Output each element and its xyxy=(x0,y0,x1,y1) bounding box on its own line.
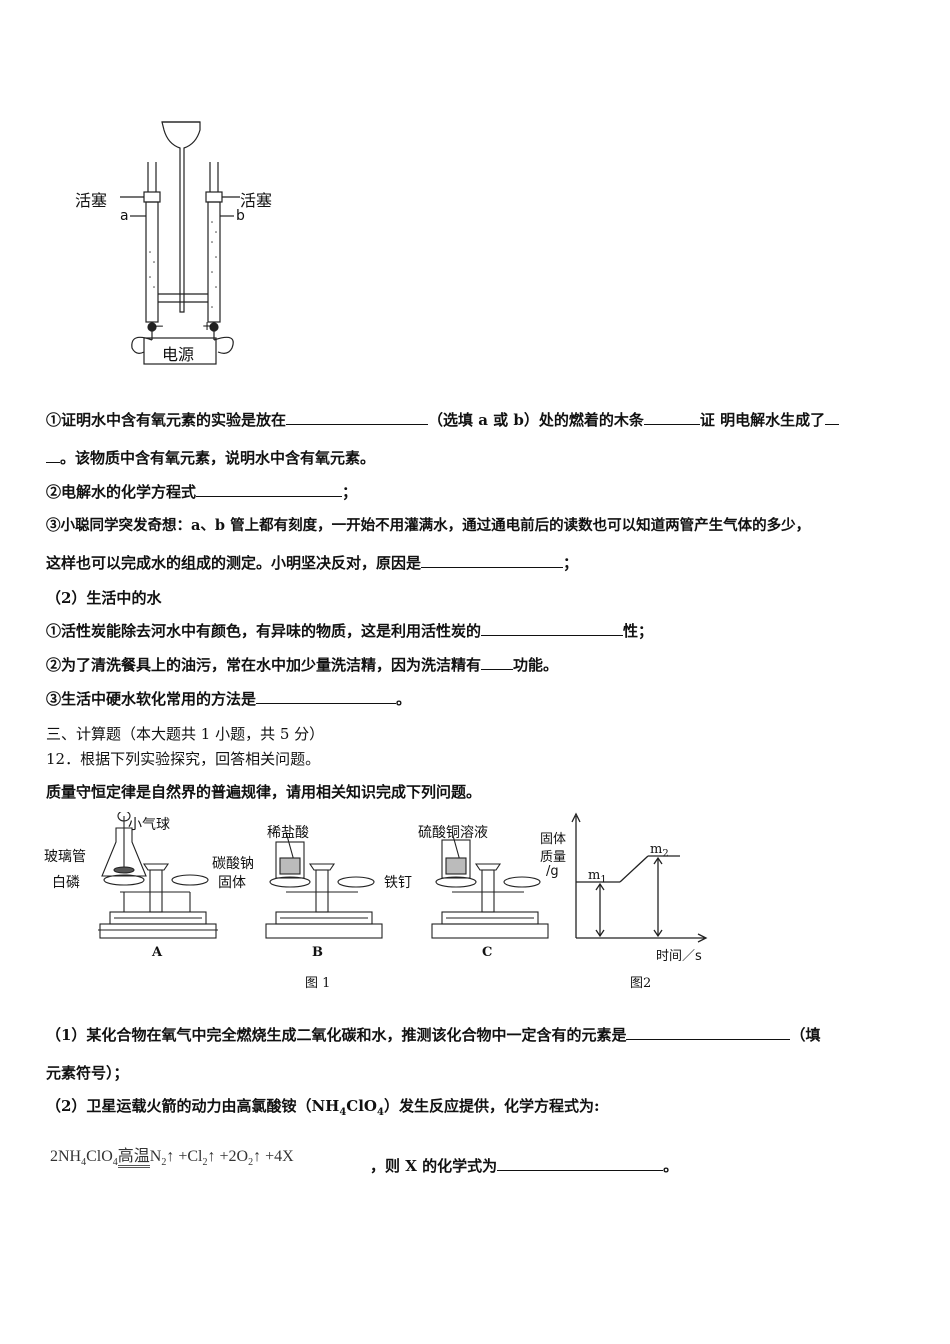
blank-10[interactable] xyxy=(497,1156,664,1171)
chemical-equation: 2NH4ClO4高温N2↑ +Cl2↑ +2O2↑ +4X xyxy=(50,1148,294,1169)
label-iron-nail: 铁钉 xyxy=(384,875,412,891)
p1-line: （1）某化合物在氧气中完全燃烧生成二氧化碳和水，推测该化合物中一定含有的元素是 （… xyxy=(46,1025,820,1045)
q1-2-text-b: ； xyxy=(342,483,358,501)
q1-3-line2: 这样也可以完成水的组成的测定。小明坚决反对，原因是 ； xyxy=(46,553,578,573)
figure-1-caption: 图 1 xyxy=(305,976,331,991)
q2-2-line: ②为了清洗餐具上的油污，常在水中加少量洗洁精，因为洗洁精有 功能。 xyxy=(46,655,558,675)
stopcock-label-left: 活塞 xyxy=(75,191,108,210)
q1-1-line: ①证明水中含有氧元素的实验是放在 （选填 a 或 b）处的燃着的木条 证 明电解水生… xyxy=(46,410,840,430)
mass-time-graph xyxy=(571,812,708,943)
intro-line: 质量守恒定律是自然界的普遍规律，请用相关知识完成下列问题。 xyxy=(46,783,482,801)
caption-b: B xyxy=(312,945,323,960)
q1-2-line: ②电解水的化学方程式 ； xyxy=(46,482,357,502)
question-12: 12．根据下列实验探究，回答相关问题。 xyxy=(46,750,321,768)
plus-label: + xyxy=(202,319,213,333)
caption-c: C xyxy=(482,945,493,960)
blank-3[interactable] xyxy=(825,410,840,425)
q1-1-text-c: 证 明电解水生成了 xyxy=(699,411,826,429)
q1-2-text-a: ②电解水的化学方程式 xyxy=(46,483,197,501)
graph-m2-label: m2 xyxy=(650,842,669,860)
tube-b-label: b xyxy=(236,208,245,224)
balance-a xyxy=(98,812,218,939)
label-sodium-carbonate: 碳酸钠 xyxy=(212,856,254,872)
blank-6[interactable] xyxy=(481,621,624,636)
q1-1-text-b: （选填 a 或 b）处的燃着的木条 xyxy=(428,411,644,429)
blank-7[interactable] xyxy=(481,655,514,670)
p1-text-a: （1）某化合物在氧气中完全燃烧生成二氧化碳和水，推测该化合物中一定含有的元素是 xyxy=(46,1026,627,1044)
graph-y-label-3: /g xyxy=(546,864,559,879)
q1-1-text-a: ①证明水中含有氧元素的实验是放在 xyxy=(46,411,287,429)
blank-1[interactable] xyxy=(286,410,429,425)
eq-tail-line: ，则 X 的化学式为。 xyxy=(370,1156,679,1175)
minus-label: − xyxy=(154,319,165,333)
q1-3-line: ③小聪同学突发奇想：a、b 管上都有刻度，一开始不用灌满水，通过通电前后的读数也… xyxy=(46,517,811,534)
q2-1-text-b: 性； xyxy=(623,622,654,640)
graph-x-label: 时间／s xyxy=(656,949,702,964)
figure-2-caption: 图2 xyxy=(630,976,652,991)
q2-2-text-b: 功能。 xyxy=(513,656,559,674)
p1-text-b: （填 xyxy=(790,1026,821,1044)
caption-a: A xyxy=(152,945,163,960)
q1-3-text-b: 这样也可以完成水的组成的测定。小明坚决反对，原因是 xyxy=(46,554,422,572)
power-label: 电源 xyxy=(162,345,195,364)
section-3-heading: 三、计算题（本大题共 1 小题，共 5 分） xyxy=(46,725,325,743)
blank-8[interactable] xyxy=(256,689,397,704)
p2-line: （2）卫星运载火箭的动力由高氯酸铵（NH4ClO4）发生反应提供，化学方程式为: xyxy=(46,1097,600,1118)
blank-5[interactable] xyxy=(421,553,564,568)
q2-1-line: ①活性炭能除去河水中有颜色，有异味的物质，这是利用活性炭的 性； xyxy=(46,621,653,641)
blank-3b[interactable] xyxy=(46,448,60,463)
blank-4[interactable] xyxy=(196,482,343,497)
p1-line2: 元素符号）； xyxy=(46,1064,129,1082)
q2-3-line: ③生活中硬水软化常用的方法是 。 xyxy=(46,689,411,709)
label-glass-tube: 玻璃管 xyxy=(44,849,86,865)
q2-title: （2）生活中的水 xyxy=(46,589,162,607)
graph-y-label-2: 质量 xyxy=(540,850,567,865)
label-copper-sulfate: 硫酸铜溶液 xyxy=(418,825,488,841)
q1-1-text-d: 。该物质中含有氧元素，说明水中含有氧元素。 xyxy=(60,449,376,467)
label-white-phosphorus: 白磷 xyxy=(52,875,80,891)
label-solid: 固体 xyxy=(218,875,246,891)
q2-3-text-a: ③生活中硬水软化常用的方法是 xyxy=(46,690,257,708)
label-small-balloon: 小气球 xyxy=(128,817,170,833)
balances-figure xyxy=(98,812,549,939)
graph-m1-label: m1 xyxy=(588,868,607,886)
reaction-condition: 高温 xyxy=(117,1149,150,1168)
q2-2-text-a: ②为了清洗餐具上的油污，常在水中加少量洗洁精，因为洗洁精有 xyxy=(46,656,482,674)
q1-3-text-c: ； xyxy=(563,554,579,572)
stopcock-label-right: 活塞 xyxy=(240,191,273,210)
balance-b xyxy=(265,831,383,939)
balance-c xyxy=(431,831,549,939)
blank-9[interactable] xyxy=(626,1025,791,1040)
electrolysis-apparatus xyxy=(120,121,240,365)
tube-a-label: a xyxy=(120,208,129,224)
q2-1-text-a: ①活性炭能除去河水中有颜色，有异味的物质，这是利用活性炭的 xyxy=(46,622,482,640)
blank-2[interactable] xyxy=(643,410,700,425)
graph-y-label-1: 固体 xyxy=(540,832,567,847)
q2-3-text-b: 。 xyxy=(396,690,412,708)
q1-1-line2: 。该物质中含有氧元素，说明水中含有氧元素。 xyxy=(46,448,375,468)
label-dilute-hcl: 稀盐酸 xyxy=(267,825,309,841)
